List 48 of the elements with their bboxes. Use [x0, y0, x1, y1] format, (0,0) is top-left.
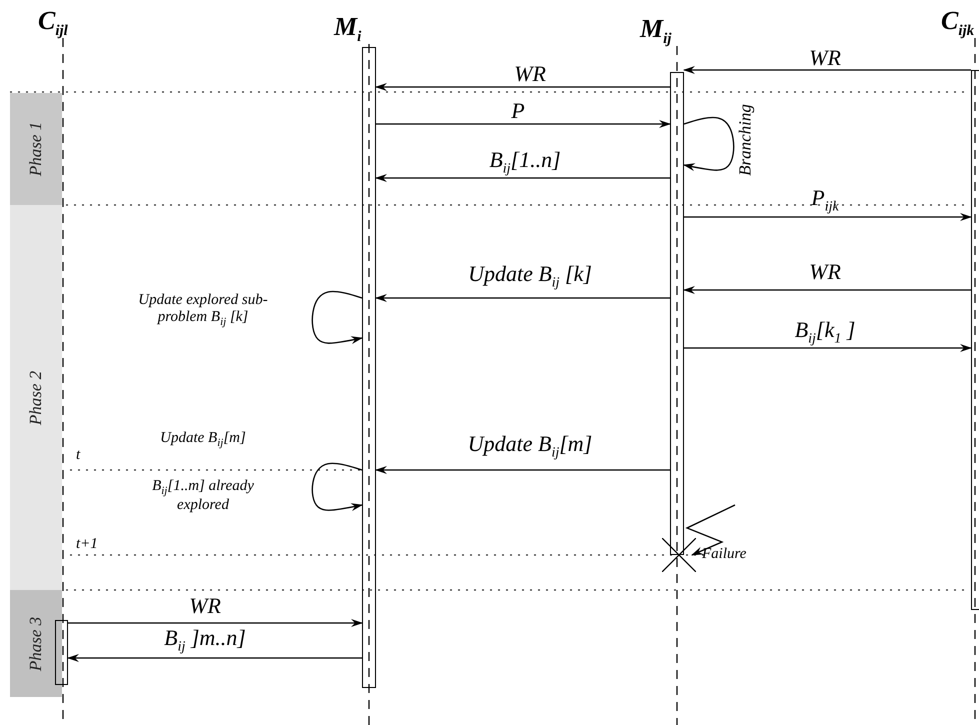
message-label: P	[511, 99, 525, 124]
message-arrow	[685, 504, 736, 556]
message-arrow	[683, 286, 971, 294]
failure-cross-mark	[662, 538, 696, 572]
phase-label: Phase 2	[26, 370, 46, 425]
message-label: B$_{ij}$[k$_{1}$ ]	[794, 318, 856, 347]
note-label: B$_{ij}$[1..m] already explored	[151, 478, 255, 514]
message-arrow	[376, 120, 671, 128]
note-label: t	[76, 447, 80, 464]
message-arrow	[375, 466, 670, 474]
message-label: B$_{ij}$ ]m..n]	[164, 626, 246, 655]
lifeline-name: C$_{ijk}$	[941, 8, 974, 40]
message-arrow	[312, 290, 363, 344]
message-arrow	[68, 619, 363, 627]
message-label: Update explored sub-problem B$_{ij}$ [k]	[137, 292, 269, 328]
lifeline-name: M$_{i}$	[334, 14, 362, 46]
activation-bar	[670, 72, 684, 555]
message-arrow	[375, 174, 670, 182]
phase-band	[10, 93, 62, 205]
message-label: WR	[189, 594, 221, 618]
message-arrow	[375, 83, 670, 91]
activation-bar	[55, 620, 68, 685]
phase-band	[10, 205, 62, 590]
message-arrow	[684, 213, 972, 221]
message-label: Update B$_{ij}$ [k]	[468, 262, 592, 291]
node-caption: Failure	[702, 546, 746, 562]
activation-bar	[362, 47, 376, 688]
message-arrow	[375, 294, 670, 302]
message-arrow	[67, 654, 362, 662]
phase-band	[10, 590, 62, 697]
message-label: WR	[809, 46, 841, 70]
message-label: Update B$_{ij}$[m]	[159, 430, 247, 450]
note-label: t+1	[76, 536, 98, 552]
lifeline-name: M$_{ij}$	[640, 16, 672, 48]
lifeline-name: C$_{ijl}$	[38, 8, 68, 40]
phase-label: Phase 3	[26, 616, 46, 671]
message-arrow	[312, 462, 363, 512]
message-label: WR	[809, 260, 841, 284]
message-label: B$_{ij}$[1..n]	[489, 148, 561, 177]
phase-label: Phase 1	[26, 122, 46, 176]
message-label: WR	[514, 62, 546, 86]
message-arrow	[683, 66, 971, 74]
message-label: P$_{ijk}$	[811, 186, 839, 215]
message-arrow	[684, 344, 972, 352]
message-label: Update B$_{ij}$[m]	[468, 432, 592, 461]
message-label: Branching	[736, 104, 756, 176]
activation-bar	[971, 70, 979, 610]
message-arrow	[683, 116, 734, 172]
